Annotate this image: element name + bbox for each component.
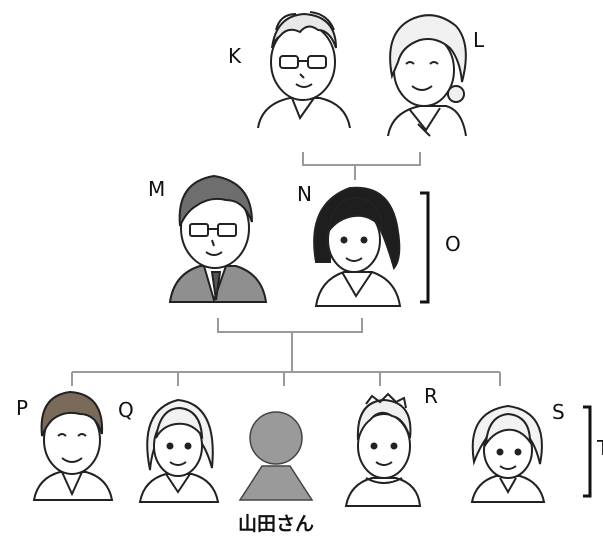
label-t: T — [597, 436, 603, 460]
father-with-glasses-icon — [168, 174, 268, 304]
grandfather-with-glasses-icon — [257, 11, 351, 129]
label-n: N — [297, 182, 312, 206]
label-l: L — [473, 28, 485, 52]
older-sister-icon — [138, 398, 220, 503]
label-r: R — [424, 384, 438, 408]
older-brother-icon — [32, 390, 114, 501]
grandmother-icon — [387, 14, 467, 137]
yamada-silhouette-icon — [238, 411, 314, 501]
label-p: P — [16, 396, 29, 420]
label-k: K — [228, 44, 242, 68]
mother-icon — [313, 186, 402, 307]
bracket-t — [583, 405, 592, 498]
connector-lines — [71, 152, 501, 386]
label-s: S — [552, 400, 565, 424]
self-name-label: 山田さん — [238, 513, 315, 535]
younger-brother-icon — [344, 392, 422, 507]
label-m: M — [148, 177, 166, 201]
bracket-o — [420, 191, 430, 304]
label-q: Q — [118, 398, 134, 422]
label-o: O — [445, 232, 461, 256]
younger-sister-icon — [470, 404, 546, 503]
